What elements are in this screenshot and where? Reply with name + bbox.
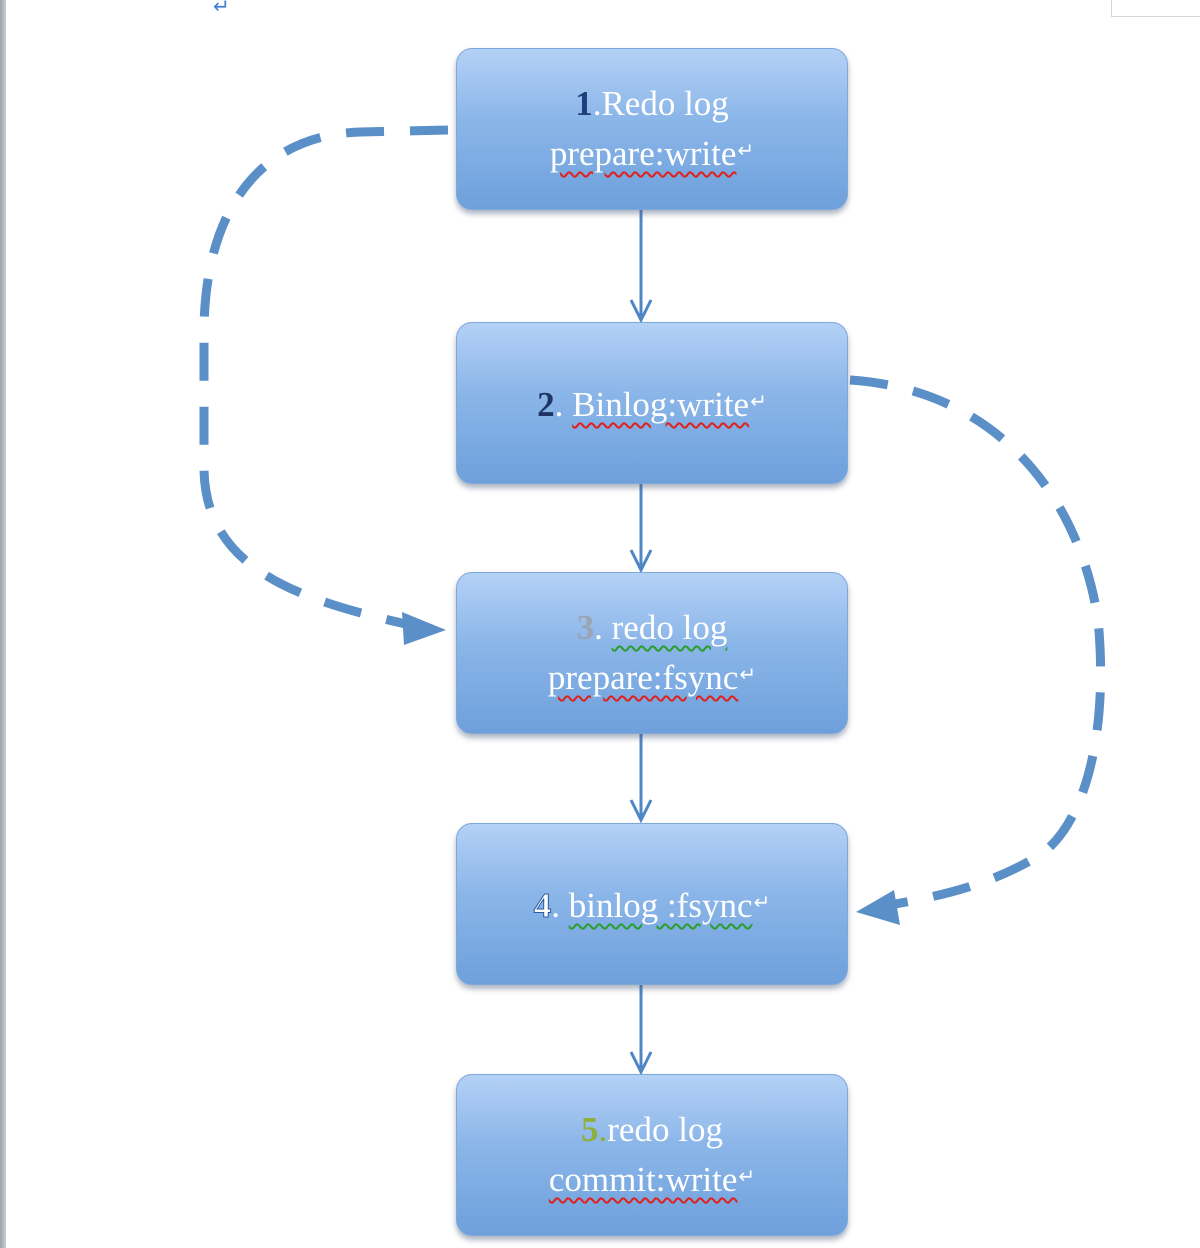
step-5-text-line-1: redo log bbox=[607, 1110, 723, 1149]
step-2-number: 2 bbox=[537, 385, 555, 424]
step-1-text-line-1: Redo log bbox=[601, 84, 729, 123]
step-5-number: 5 bbox=[581, 1110, 599, 1149]
step-2-binlog-write: 2. Binlog:write↵ bbox=[456, 322, 848, 484]
arrowhead-1-2 bbox=[629, 299, 653, 324]
dashed-arrowhead-2-4 bbox=[856, 890, 900, 925]
step-5-text-line-2: commit:write bbox=[548, 1160, 738, 1199]
paragraph-mark-icon: ↵ bbox=[213, 0, 230, 18]
step-4-text-line-1: binlog :fsync bbox=[568, 886, 753, 925]
step-5-redo-log-commit-write: 5.redo log commit:write↵ bbox=[456, 1074, 848, 1236]
step-5-separator: . bbox=[598, 1110, 608, 1149]
step-2-separator: . bbox=[554, 385, 573, 424]
return-mark-icon: ↵ bbox=[750, 389, 767, 413]
step-4-separator: . bbox=[551, 886, 569, 925]
step-3-separator: . bbox=[594, 608, 612, 647]
arrowhead-2-3 bbox=[629, 549, 653, 574]
dashed-connector-2-4 bbox=[849, 375, 1106, 910]
step-3-text-line-1: redo log bbox=[611, 608, 728, 647]
page-corner-box bbox=[1111, 0, 1200, 17]
step-4-number: 4 bbox=[533, 886, 552, 926]
step-1-number: 1 bbox=[575, 84, 593, 123]
step-2-text-line-1: Binlog:write bbox=[572, 385, 750, 424]
step-1-redo-log-prepare-write: 1.Redo log prepare:write↵ bbox=[456, 48, 848, 210]
step-2-line-1: 2. Binlog:write↵ bbox=[537, 378, 767, 428]
step-1-text-line-2: prepare:write bbox=[549, 134, 737, 173]
page-left-rule bbox=[0, 0, 6, 1248]
step-1-separator: . bbox=[592, 84, 602, 123]
arrowhead-3-4 bbox=[629, 799, 653, 824]
step-1-line-2: prepare:write↵ bbox=[550, 127, 754, 177]
step-5-line-2: commit:write↵ bbox=[549, 1153, 755, 1203]
step-4-binlog-fsync: 4. binlog :fsync↵ bbox=[456, 823, 848, 985]
arrowhead-4-5 bbox=[629, 1051, 653, 1076]
step-3-text-line-2: prepare:fsync bbox=[547, 658, 739, 697]
step-5-line-1: 5.redo log bbox=[581, 1107, 723, 1153]
step-4-line-1: 4. binlog :fsync↵ bbox=[533, 879, 771, 929]
step-1-line-1: 1.Redo log bbox=[575, 81, 729, 127]
return-mark-icon: ↵ bbox=[739, 662, 757, 686]
return-mark-icon: ↵ bbox=[753, 890, 771, 914]
step-3-redo-log-prepare-fsync: 3. redo log prepare:fsync↵ bbox=[456, 572, 848, 734]
step-3-line-2: prepare:fsync↵ bbox=[548, 651, 756, 701]
return-mark-icon: ↵ bbox=[738, 1164, 756, 1188]
dashed-connector-1-3 bbox=[199, 125, 449, 630]
dashed-arrowhead-1-3 bbox=[402, 612, 446, 645]
return-mark-icon: ↵ bbox=[737, 138, 755, 162]
step-3-line-1: 3. redo log bbox=[577, 605, 728, 651]
step-3-number: 3 bbox=[576, 608, 595, 647]
